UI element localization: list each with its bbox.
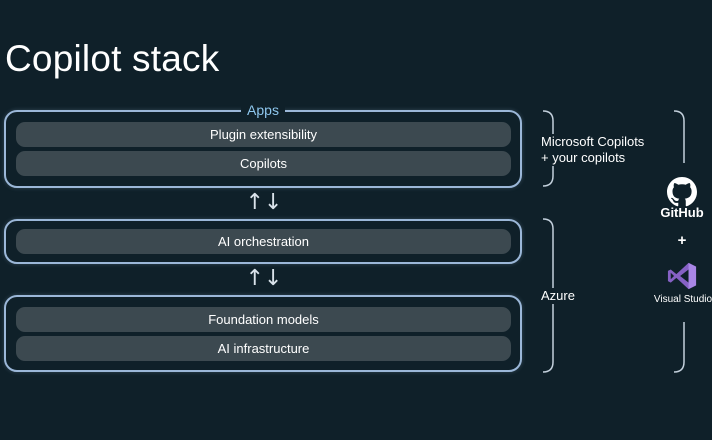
visual-studio-label: Visual Studio [653,294,712,305]
azure-side-label: Azure [541,288,577,304]
copilots-side-label: Microsoft Copilots + your copilots [541,134,645,166]
apps-group-label: Apps [241,102,285,118]
github-icon [667,177,697,207]
bidirectional-arrows-icon: ↑↓ [245,190,283,215]
copilots-label-line1: Microsoft Copilots [541,134,645,149]
layer-copilots: Copilots [16,151,511,176]
tools-bracket-top [673,110,685,163]
orchestration-group-box: AI orchestration [4,219,522,264]
github-label: GitHub [660,205,704,220]
copilots-label-line2: + your copilots [541,150,626,165]
bidirectional-arrows-icon: ↑↓ [245,266,283,291]
slide-title: Copilot stack [5,38,220,79]
github-logo [664,177,700,213]
layer-ai-infrastructure: AI infrastructure [16,336,511,361]
visual-studio-icon [667,262,697,290]
apps-group-box: Apps Plugin extensibility Copilots [4,102,522,188]
visual-studio-logo [667,261,699,293]
layer-ai-orchestration: AI orchestration [16,229,511,254]
foundation-group-box: Foundation models AI infrastructure [4,295,522,372]
layer-foundation-models: Foundation models [16,307,511,332]
layer-plugin-extensibility: Plugin extensibility [16,122,511,147]
plus-sign: + [677,232,687,249]
tools-bracket-bottom [673,322,685,373]
